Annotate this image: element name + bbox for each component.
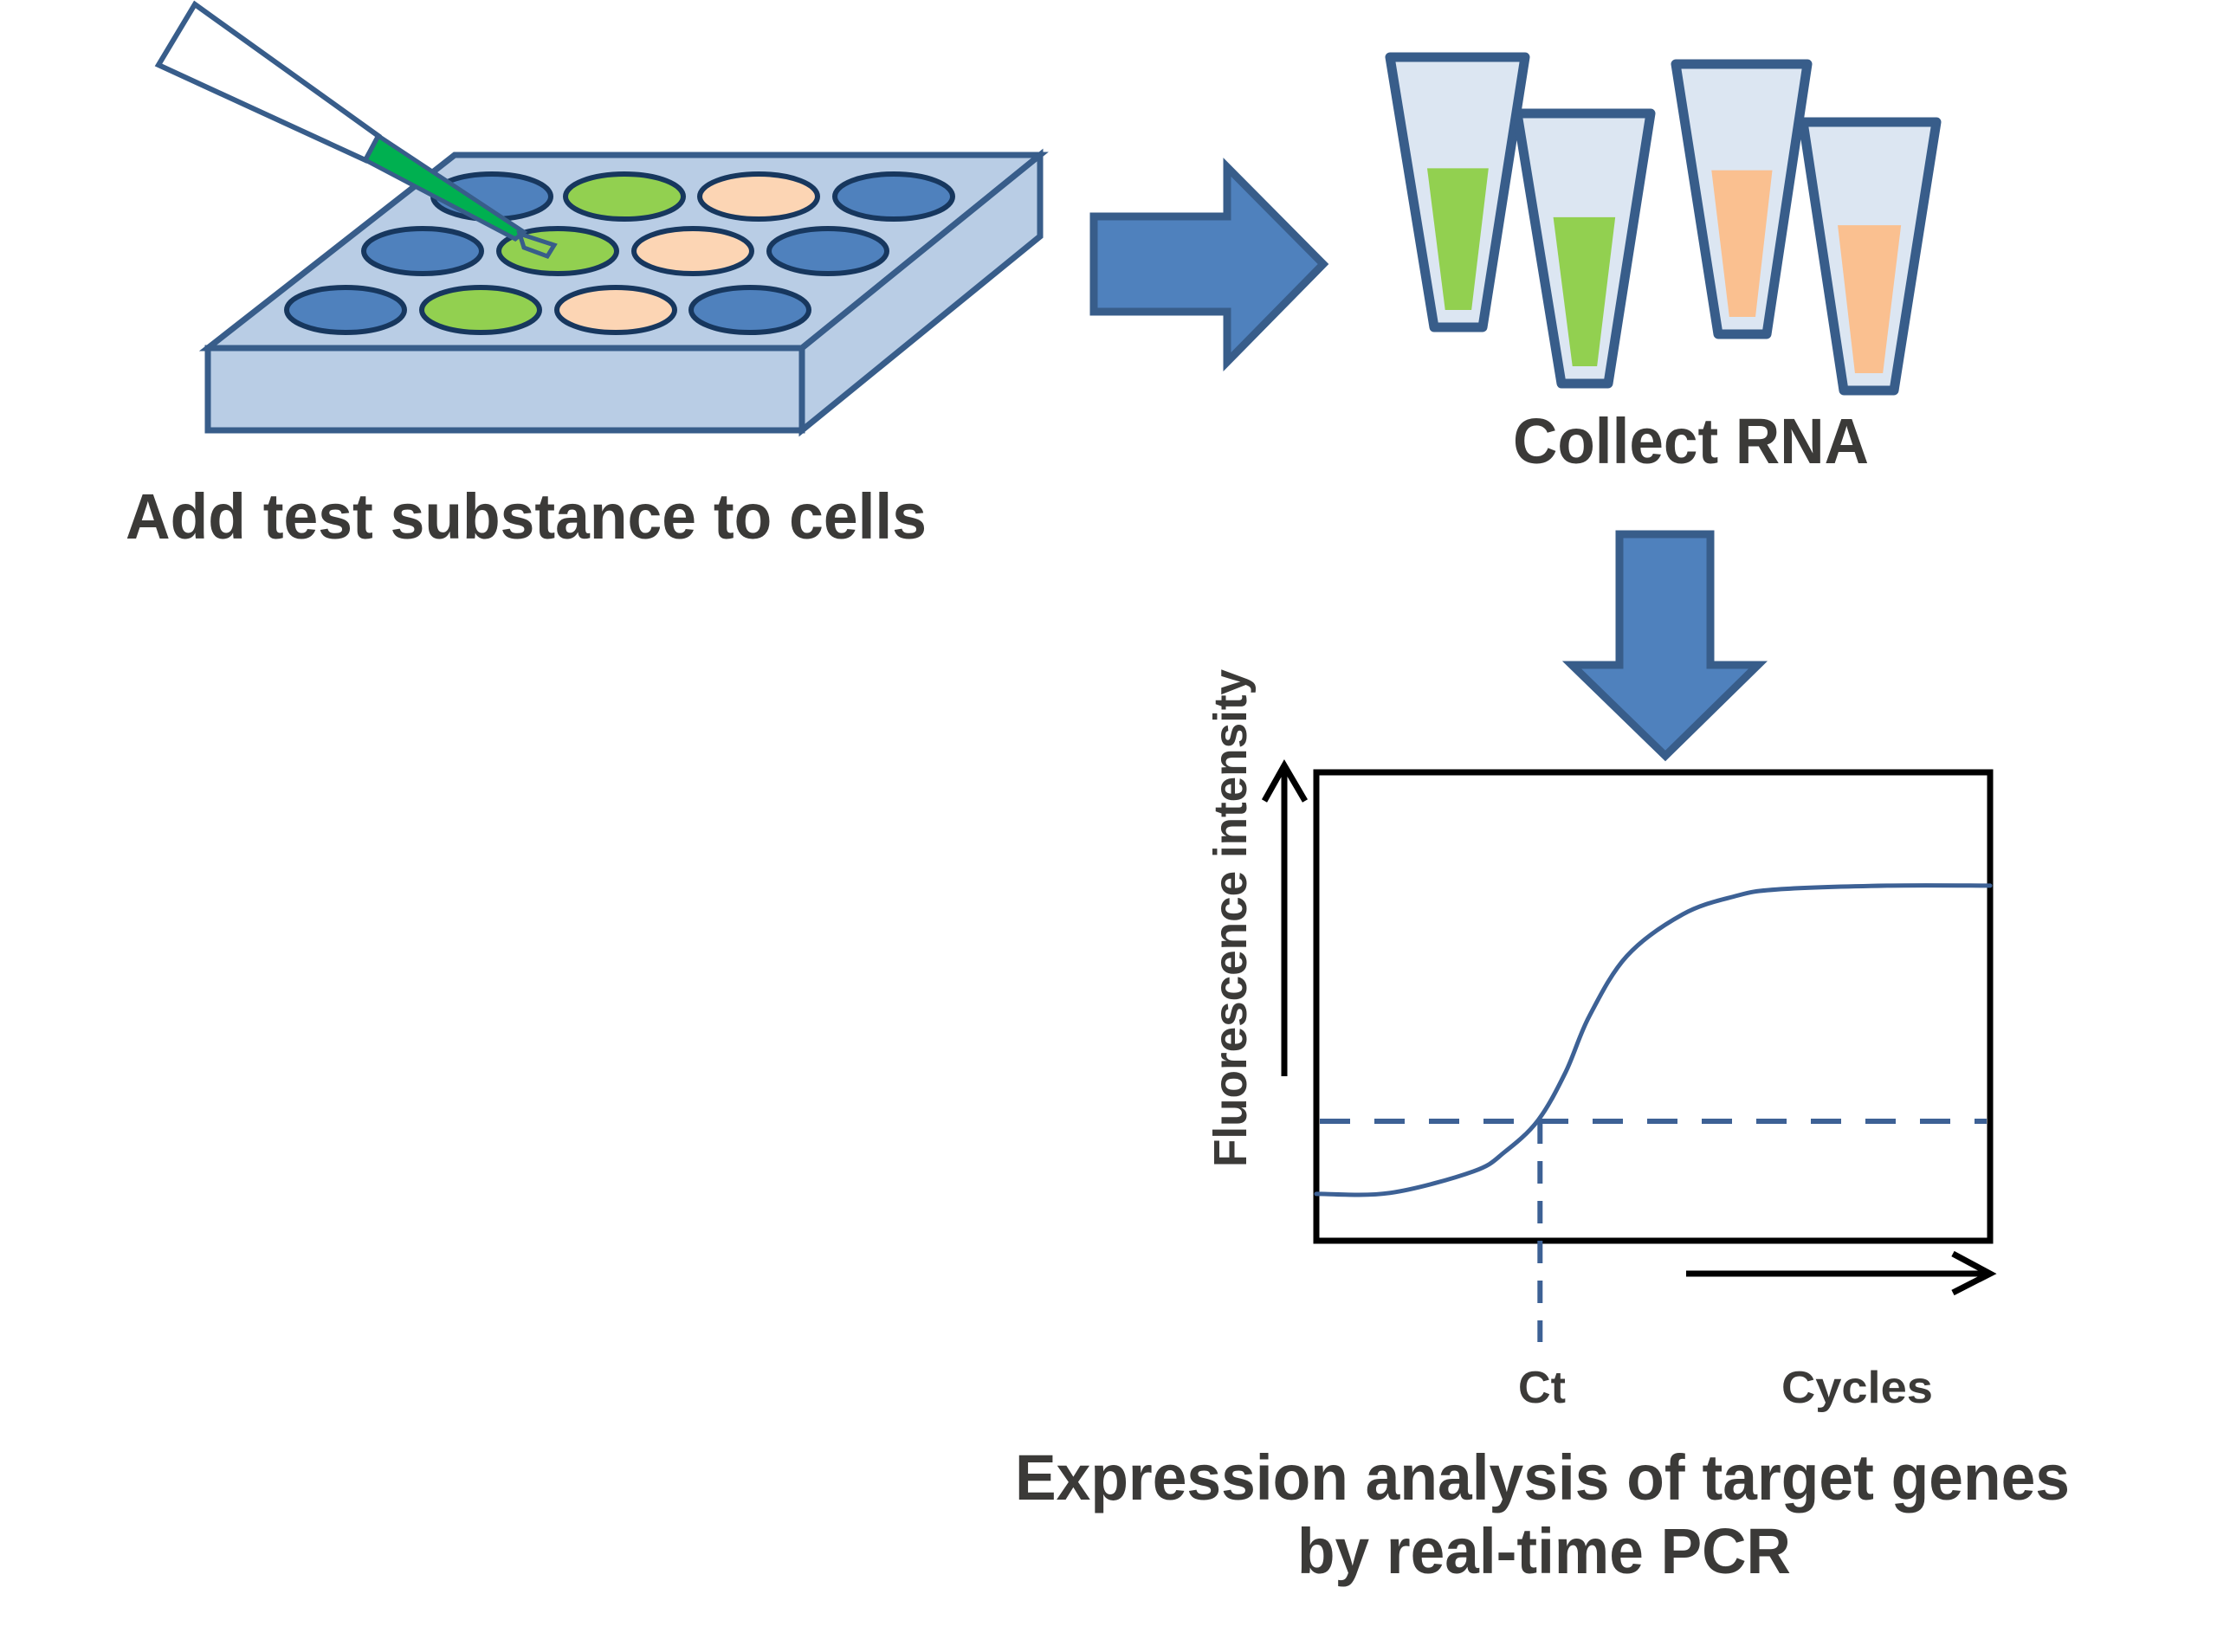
arrow-down-icon [1561,530,1768,762]
well [361,226,484,276]
step3-label-line2: by real-time PCR [1297,1515,1791,1587]
tube-liquid [1426,168,1489,310]
well [766,226,889,276]
chart-frame [1313,769,1994,1244]
well [496,226,619,276]
sample-tubes-icon [1385,52,1942,396]
well [284,285,407,335]
y-axis-arrow-icon [1261,758,1309,1076]
sample-tube [1671,59,1813,339]
step3-label-line1: Expression analysis of target genes [1015,1442,2070,1513]
pcr-chart: Fluorescence intensity Cycles Ct [1205,669,1997,1413]
pipette-tip [516,230,558,260]
tube-liquid [1838,225,1902,373]
amplification-curve [1314,883,1993,1197]
arrow-right-icon [1089,158,1329,372]
well [697,171,820,222]
sample-tube [1385,52,1530,332]
step2-label: Collect RNA [1513,405,1869,477]
well [554,285,677,335]
x-axis-label: Cycles [1781,1363,1933,1413]
well [688,285,811,335]
pipette-icon [154,0,558,260]
well [563,171,686,222]
well [631,226,754,276]
well-plate-icon [198,148,1049,437]
tube-liquid [1553,216,1616,366]
plate-front-face [204,345,805,434]
sample-tube [1798,117,1942,396]
well [832,171,955,222]
x-axis-arrow-icon [1686,1250,1997,1296]
step1-label: Add test substance to cells [126,481,927,552]
pipette-body [154,0,382,164]
well-grid [284,171,955,335]
ct-label: Ct [1518,1363,1566,1413]
tube-liquid [1711,170,1773,317]
well [419,285,542,335]
y-axis-label: Fluorescence intensity [1205,669,1257,1167]
pipette-liquid [362,132,528,242]
sample-tube [1512,108,1656,389]
